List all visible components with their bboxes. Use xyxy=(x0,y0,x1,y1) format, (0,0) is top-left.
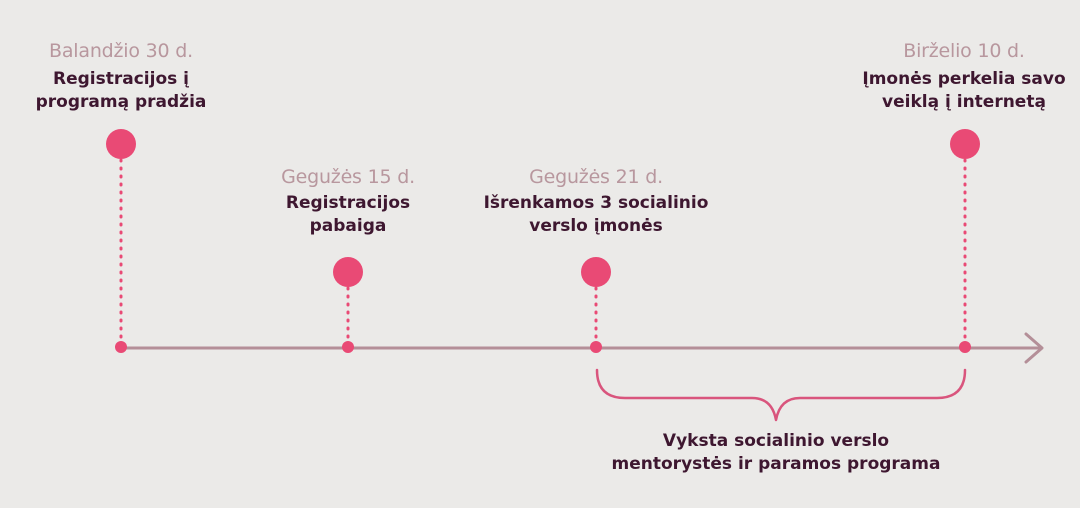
event-2-desc-line-1: Registracijos xyxy=(285,193,411,213)
event-2-marker xyxy=(333,257,363,287)
event-1: Balandžio 30 d. Registracijos į programą… xyxy=(0,40,251,114)
event-2-description: Registracijos pabaiga xyxy=(218,192,478,238)
event-3-description: Išrenkamos 3 socialinio verslo įmonės xyxy=(466,192,726,238)
event-1-axis-dot xyxy=(115,341,127,353)
event-4-desc-line-2: veiklą į internetą xyxy=(882,92,1046,112)
arrow-head-icon xyxy=(1024,332,1044,364)
event-4-axis-dot xyxy=(959,341,971,353)
event-4-description: Įmonės perkelia savo veiklą į internetą xyxy=(834,68,1080,114)
event-4-desc-line-1: Įmonės perkelia savo xyxy=(862,69,1066,89)
event-3-axis-dot xyxy=(590,341,602,353)
event-3-marker xyxy=(581,257,611,287)
curly-bracket xyxy=(595,368,967,422)
bracket-label: Vyksta socialinio verslo mentorystės ir … xyxy=(576,430,976,476)
bracket-label-line-1: Vyksta socialinio verslo xyxy=(662,431,890,451)
event-2-desc-line-2: pabaiga xyxy=(309,216,387,236)
event-1-desc-line-2: programą pradžia xyxy=(35,92,207,112)
event-4-marker xyxy=(950,129,980,159)
event-4: Birželio 10 d. Įmonės perkelia savo veik… xyxy=(834,40,1080,114)
event-1-description: Registracijos į programą pradžia xyxy=(0,68,251,114)
event-2: Gegužės 15 d. Registracijos pabaiga xyxy=(218,166,478,238)
event-1-desc-line-1: Registracijos į xyxy=(53,69,189,89)
event-1-date: Balandžio 30 d. xyxy=(49,40,193,62)
event-2-date: Gegužės 15 d. xyxy=(281,166,415,188)
event-1-marker xyxy=(106,129,136,159)
event-2-axis-dot xyxy=(342,341,354,353)
event-3-date: Gegužės 21 d. xyxy=(529,166,663,188)
event-4-date: Birželio 10 d. xyxy=(903,40,1025,62)
event-3-desc-line-1: Išrenkamos 3 socialinio xyxy=(483,193,709,213)
event-3: Gegužės 21 d. Išrenkamos 3 socialinio ve… xyxy=(466,166,726,238)
event-3-desc-line-2: verslo įmonės xyxy=(529,216,663,236)
bracket-label-line-2: mentorystės ir paramos programa xyxy=(611,454,941,474)
